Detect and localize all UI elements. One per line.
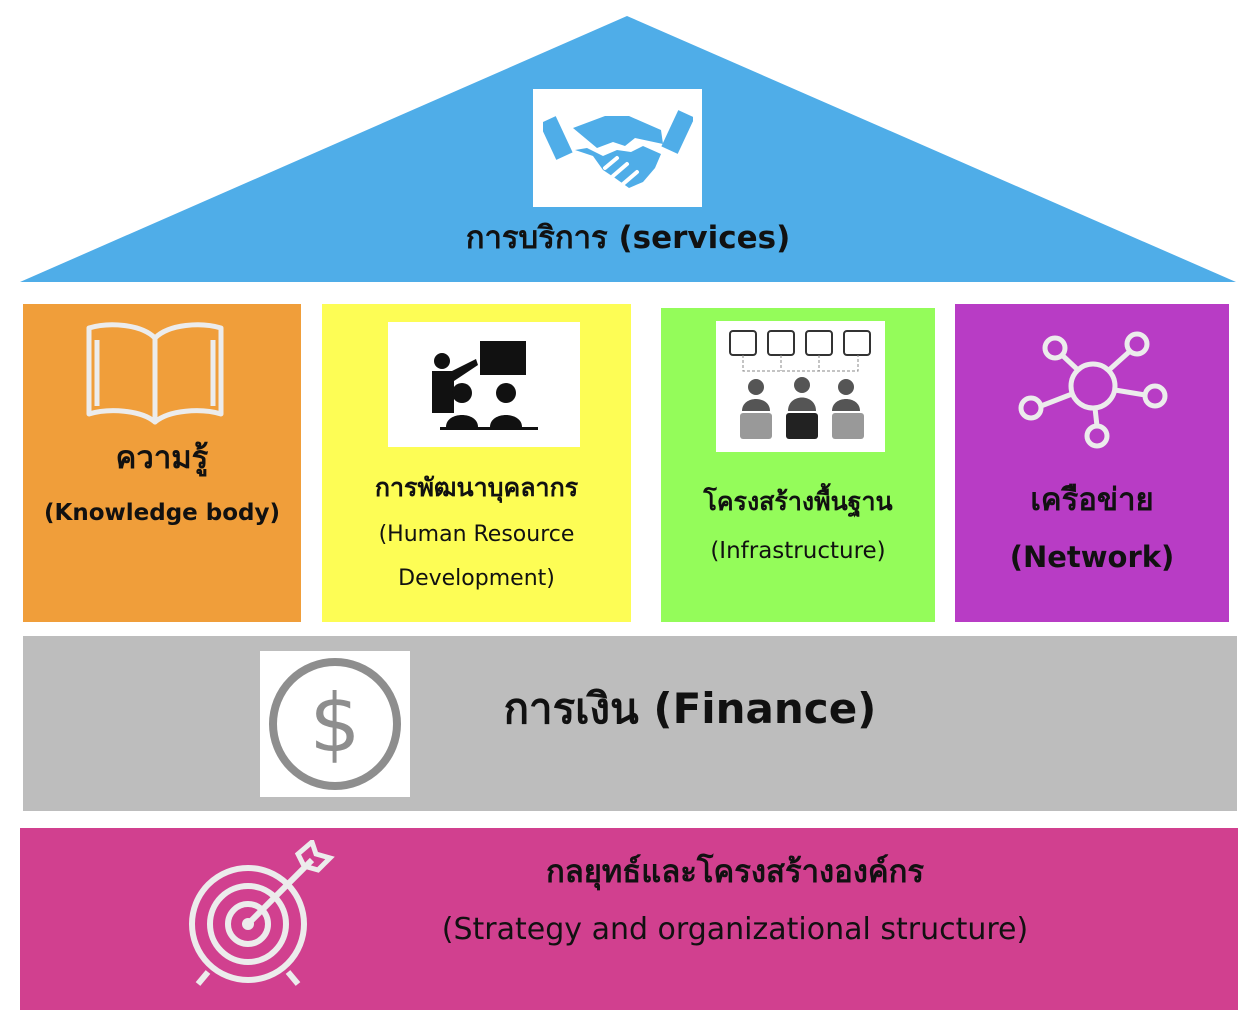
finance-icon-box: $ [260, 651, 410, 797]
communication-network-icon [728, 329, 871, 439]
network-subtitle: (Network) [1009, 540, 1175, 574]
pillar-knowledge: ความรู้ (Knowledge body) [23, 304, 301, 622]
network-hub-icon [1018, 331, 1168, 449]
infrastructure-title: โครงสร้างพื้นฐาน [703, 487, 893, 516]
network-title: เครือข่าย [1030, 482, 1154, 518]
target-arrow-icon [189, 840, 335, 986]
hrd-title: การพัฒนาบุคลากร [374, 473, 579, 502]
knowledge-subtitle: (Knowledge body) [43, 500, 280, 526]
infrastructure-icon-box [716, 321, 885, 452]
pillar-network: เครือข่าย (Network) [955, 304, 1229, 622]
services-icon-box [533, 89, 702, 207]
finance-label: การเงิน (Finance) [503, 684, 877, 733]
handshake-icon [542, 110, 693, 188]
pillar-hrd: การพัฒนาบุคลากร (Human Resource Developm… [322, 304, 631, 622]
dollar-coin-icon: $ [269, 658, 401, 790]
strategy-band [20, 828, 1238, 1010]
hrd-subtitle-line1: (Human Resource [378, 522, 575, 547]
hrd-subtitle-line2: Development) [398, 566, 555, 591]
infrastructure-subtitle: (Infrastructure) [710, 538, 886, 564]
finance-band [23, 636, 1237, 811]
svg-text:$: $ [310, 677, 361, 770]
hrd-icon-box [388, 322, 580, 447]
services-label: การบริการ (services) [465, 220, 791, 256]
knowledge-title: ความรู้ [115, 440, 209, 476]
pillar-infrastructure: โครงสร้างพื้นฐาน (Infrastructure) [661, 308, 935, 622]
open-book-icon [86, 322, 224, 425]
presentation-icon [432, 340, 538, 430]
strategy-subtitle: (Strategy and organizational structure) [441, 912, 1029, 947]
strategy-title: กลยุทธ์และโครงสร้างองค์กร [545, 854, 925, 890]
